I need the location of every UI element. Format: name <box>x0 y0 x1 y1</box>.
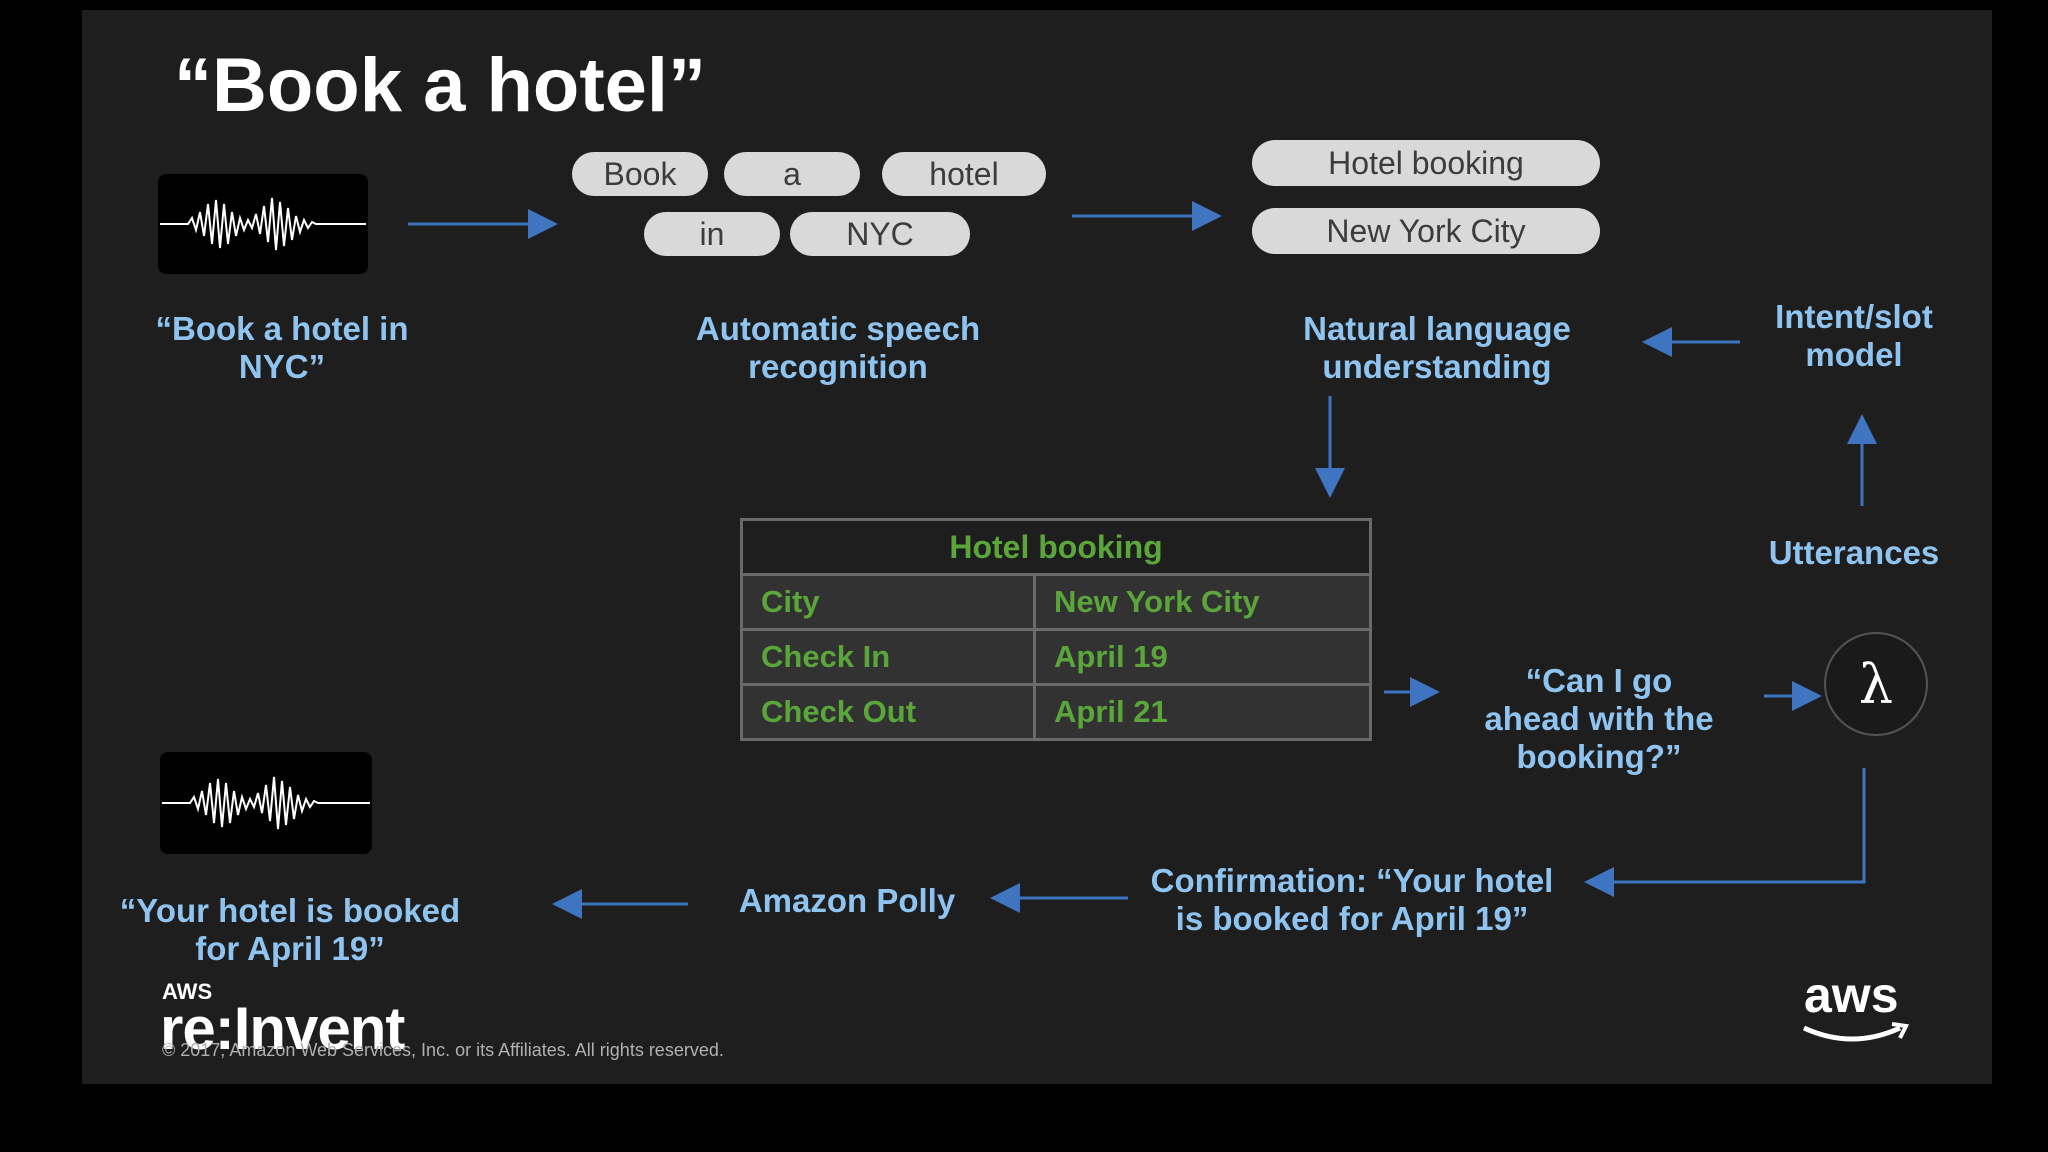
nlu-label: Natural language understanding <box>1303 310 1571 385</box>
asr-token-a: a <box>724 152 860 196</box>
slot-name-checkin: Check In <box>740 628 1036 686</box>
reinvent-logo: re:Invent <box>160 995 405 1062</box>
table-row: Check In April 19 <box>740 628 1372 686</box>
utterances-label: Utterances <box>1768 534 1940 571</box>
slot-name-city: City <box>740 573 1036 631</box>
slot-table: Hotel booking City New York City Check I… <box>740 518 1372 741</box>
reinvent-aws-text: AWS <box>162 979 213 1004</box>
aws-smile-icon <box>1802 1022 1910 1042</box>
slot-value-checkin: April 19 <box>1033 628 1372 686</box>
slot-value-checkout: April 21 <box>1033 683 1372 741</box>
asr-token-hotel: hotel <box>882 152 1046 196</box>
nlu-pill-intent: Hotel booking <box>1252 140 1600 186</box>
waveform-icon <box>160 197 366 251</box>
aws-logo: aws <box>1802 966 1910 1042</box>
slot-table-header: Hotel booking <box>740 518 1372 576</box>
asr-label: Automatic speech recognition <box>695 310 981 385</box>
slot-name-checkout: Check Out <box>740 683 1036 741</box>
model-label: Intent/slot model <box>1775 298 1933 373</box>
table-row: City New York City <box>740 573 1372 631</box>
aws-logo-text: aws <box>1804 967 1899 1023</box>
asr-token-in: in <box>644 212 780 256</box>
arrow-lambda-to-confirmation <box>1584 768 1866 897</box>
copyright: © 2017, Amazon Web Services, Inc. or its… <box>162 1040 724 1060</box>
table-row: Check Out April 21 <box>740 683 1372 741</box>
prompt-text: “Can I go ahead with the booking?” <box>1484 662 1714 775</box>
nlu-pill-slot: New York City <box>1252 208 1600 254</box>
input-waveform <box>158 174 368 274</box>
slot-value-city: New York City <box>1033 573 1372 631</box>
output-waveform <box>160 752 372 854</box>
flow-arrows <box>408 201 1877 919</box>
input-utterance: “Book a hotel in NYC” <box>155 310 409 385</box>
confirmation-text: Confirmation: “Your hotel is booked for … <box>1150 862 1554 937</box>
lambda-icon: λ <box>1824 632 1928 736</box>
slide: “Book a hotel” “Book a hotel in NYC” Boo… <box>82 10 1992 1084</box>
polly-label: Amazon Polly <box>738 882 956 919</box>
output-utterance: “Your hotel is booked for April 19” <box>119 892 461 967</box>
slide-title: “Book a hotel” <box>174 43 707 128</box>
asr-token-book: Book <box>572 152 708 196</box>
asr-token-nyc: NYC <box>790 212 970 256</box>
waveform-icon <box>162 776 370 830</box>
